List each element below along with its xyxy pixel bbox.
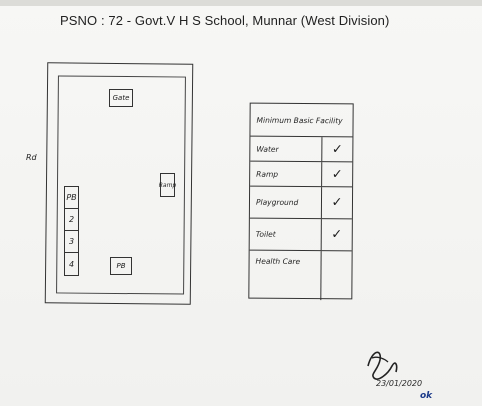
checklist-row: Toilet ✓ (249, 218, 352, 252)
map-top-box: Gate (109, 89, 133, 107)
checklist-row-label: Water (250, 136, 323, 162)
check-mark-icon: ✓ (331, 166, 343, 182)
map-bottom-box-label: PB (116, 262, 126, 270)
signature-note: 23/01/2020 (376, 379, 423, 388)
checklist-header: Minimum Basic Facility (256, 115, 343, 125)
room-cell: 2 (65, 209, 78, 231)
map-top-box-label: Gate (112, 94, 130, 102)
check-mark-icon: ✓ (331, 195, 343, 211)
checklist-row-label: Toilet (249, 218, 322, 251)
map-right-box-label: Ramp (158, 181, 177, 189)
facility-checklist-table: Minimum Basic Facility Water ✓ Ramp ✓ Pl… (248, 102, 354, 301)
room-stack: PB 2 3 4 (64, 186, 79, 276)
map-right-box: Ramp (158, 173, 177, 197)
checklist-row-label: Playground (249, 186, 323, 219)
map-bottom-box: PB (110, 257, 132, 275)
ink-mark: ok (420, 391, 433, 401)
room-cell: 3 (65, 231, 78, 253)
room-cell: 4 (68, 259, 75, 269)
room-cell: PB (65, 187, 78, 209)
check-mark-icon (321, 251, 351, 300)
checklist-row-label: Ramp (250, 161, 323, 187)
page-edge (0, 0, 482, 6)
check-mark-icon: ✓ (331, 141, 343, 157)
check-mark-icon: ✓ (331, 227, 343, 243)
checklist-row-label: Health Care (249, 250, 322, 301)
checklist-header-row: Minimum Basic Facility (250, 103, 353, 138)
checklist-row: Health Care (249, 250, 351, 301)
checklist-row: Water ✓ (250, 136, 353, 163)
checklist-row: Playground ✓ (249, 186, 353, 220)
map-side-label: Rd (26, 153, 37, 162)
document-heading: PSNO : 72 - Govt.V H S School, Munnar (W… (60, 13, 390, 28)
checklist-row: Ramp ✓ (250, 161, 353, 188)
signature-scribble (367, 351, 398, 380)
